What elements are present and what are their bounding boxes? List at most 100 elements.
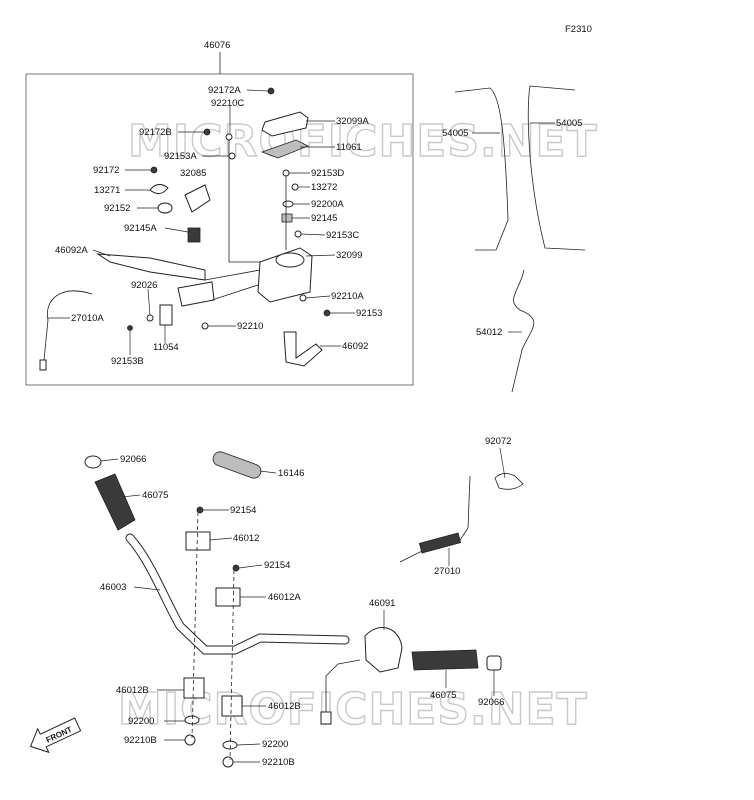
washer-92200a — [282, 200, 294, 208]
label-32099a: 32099A — [336, 116, 369, 127]
label-92200a: 92200A — [311, 199, 344, 210]
label-92145: 92145 — [311, 213, 337, 224]
part-13271 — [149, 184, 169, 194]
label-92210b-left: 92210B — [124, 735, 157, 746]
label-92154-bottom: 92154 — [264, 560, 290, 571]
cap-92066-right — [486, 655, 502, 671]
lever-assembly-frame — [25, 73, 414, 386]
figure-code: F2310 — [565, 24, 592, 35]
bolt-92153 — [323, 309, 331, 317]
label-92153d: 92153D — [311, 168, 344, 179]
bolt-92153b — [127, 325, 133, 331]
label-92200-left: 92200 — [128, 716, 154, 727]
label-27010: 27010 — [434, 566, 460, 577]
lever-bracket — [177, 281, 215, 307]
handlebar-46003-inner — [126, 534, 349, 654]
cable-27010a-plug — [39, 359, 47, 371]
bracket-32099a — [261, 111, 309, 137]
bolt-92153c — [294, 230, 302, 238]
label-92072: 92072 — [485, 436, 511, 447]
label-54012: 54012 — [476, 327, 502, 338]
label-92153: 92153 — [356, 308, 382, 319]
label-92026: 92026 — [131, 280, 157, 291]
label-46091: 46091 — [369, 598, 395, 609]
label-92210a: 92210A — [331, 291, 364, 302]
label-13271: 13271 — [94, 185, 120, 196]
grip-46075-left — [94, 473, 136, 531]
switch-46091 — [364, 626, 403, 673]
label-46075-right: 46075 — [430, 690, 456, 701]
bolt-92172a — [267, 87, 275, 95]
label-46092a: 46092A — [55, 245, 88, 256]
bolt-92172 — [150, 166, 158, 174]
holder-46012b-left — [183, 677, 205, 699]
watermark-top: MICROFICHES.NET — [128, 116, 598, 167]
label-46012a: 46012A — [268, 592, 301, 603]
cable-54005-left — [454, 87, 509, 251]
bolt-92172b — [203, 128, 211, 136]
cable-54005-right — [527, 85, 586, 251]
lever-46092 — [283, 331, 323, 367]
label-16146: 16146 — [278, 468, 304, 479]
label-92153c: 92153C — [326, 230, 359, 241]
label-46012b-left: 46012B — [116, 685, 149, 696]
label-27010a: 27010A — [71, 313, 104, 324]
label-92154-top: 92154 — [230, 505, 256, 516]
cable-27010-boot — [418, 532, 462, 554]
clamp-46012 — [185, 531, 211, 551]
clamp-46012a — [215, 587, 241, 607]
label-92172: 92172 — [93, 165, 119, 176]
label-92210c: 92210C — [211, 98, 244, 109]
part-92026 — [146, 314, 154, 322]
leader-lines — [48, 89, 555, 763]
cable-54012 — [511, 269, 535, 393]
label-92210b-right: 92210B — [262, 757, 295, 768]
switch-46091-wire — [325, 659, 361, 712]
grip-46075-right — [411, 649, 479, 671]
nut-92210b-left — [184, 734, 196, 746]
label-46003: 46003 — [100, 582, 126, 593]
holder-46012b-right — [221, 695, 243, 717]
label-92210: 92210 — [237, 321, 263, 332]
plate-11061 — [260, 139, 309, 159]
label-11054: 11054 — [153, 342, 179, 353]
label-54005-left: 54005 — [442, 128, 468, 139]
pad-16146 — [212, 451, 262, 479]
washer-92200-left — [184, 715, 200, 725]
label-92152: 92152 — [104, 203, 130, 214]
part-13272 — [291, 183, 299, 191]
part-92152 — [157, 202, 173, 214]
label-92153a: 92153A — [164, 151, 197, 162]
bolt-92210c — [225, 133, 233, 141]
label-46076: 46076 — [204, 40, 230, 51]
nut-92210b-right — [222, 756, 234, 768]
label-11061: 11061 — [336, 142, 362, 153]
label-46075-left: 46075 — [142, 490, 168, 501]
part-92145a — [187, 227, 201, 243]
part-92145 — [281, 213, 293, 223]
cap-92066-left — [84, 455, 102, 469]
label-46012b-right: 46012B — [268, 701, 301, 712]
label-92172a: 92172A — [208, 85, 241, 96]
label-46092: 46092 — [342, 341, 368, 352]
label-32085: 32085 — [180, 168, 206, 179]
label-92200-right: 92200 — [262, 739, 288, 750]
label-32099: 32099 — [336, 250, 362, 261]
clip-92072 — [494, 473, 524, 490]
label-13272: 13272 — [311, 182, 337, 193]
label-92145a: 92145A — [124, 223, 157, 234]
bolt-92153d — [282, 169, 290, 177]
label-92066-left: 92066 — [120, 454, 146, 465]
cable-27010a — [43, 290, 93, 361]
lever-46092a — [96, 253, 206, 281]
bolt-92153a — [228, 152, 236, 160]
label-92153b: 92153B — [111, 356, 144, 367]
label-92172b: 92172B — [139, 127, 172, 138]
label-46012: 46012 — [233, 533, 259, 544]
nut-92210a — [299, 294, 307, 302]
housing-bore — [275, 252, 305, 268]
nut-92210 — [201, 322, 209, 330]
switch-46091-plug — [320, 711, 332, 725]
